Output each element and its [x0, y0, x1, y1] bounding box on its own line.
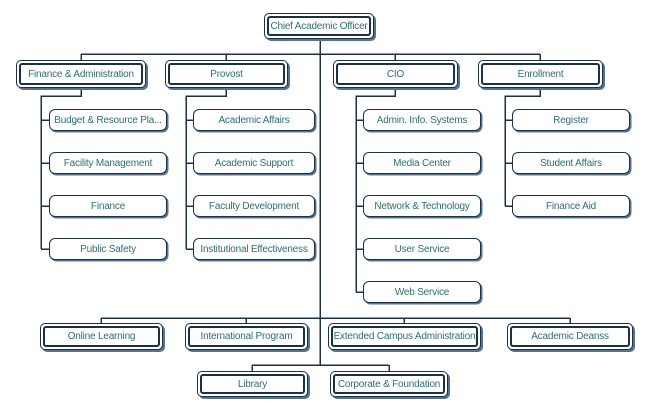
node-international-program[interactable]: International Program: [185, 323, 308, 350]
node-label: Chief Academic Officer: [267, 16, 371, 36]
node-institutional-effectiveness[interactable]: Institutional Effectiveness: [193, 238, 315, 260]
node-web-service[interactable]: Web Service: [363, 281, 481, 303]
node-enrollment[interactable]: Enrollment: [478, 60, 603, 88]
node-faculty-development[interactable]: Faculty Development: [193, 195, 315, 217]
node-provost[interactable]: Provost: [165, 60, 288, 88]
node-academic-support[interactable]: Academic Support: [193, 152, 315, 174]
node-student-affairs[interactable]: Student Affairs: [512, 152, 630, 174]
node-user-service[interactable]: User Service: [363, 238, 481, 260]
node-label: Enrollment: [481, 63, 600, 85]
node-label: CIO: [336, 63, 455, 85]
node-chief-academic-officer[interactable]: Chief Academic Officer: [264, 13, 374, 39]
node-label: International Program: [188, 326, 305, 347]
connector-level2-rail: [80, 53, 541, 60]
node-facility-management[interactable]: Facility Management: [49, 152, 167, 174]
node-finance-administration[interactable]: Finance & Administration: [16, 60, 146, 88]
node-public-safety[interactable]: Public Safety: [49, 238, 167, 260]
connector-programs-rail: [100, 317, 571, 323]
node-label: Online Learning: [43, 326, 160, 347]
node-academic-affairs[interactable]: Academic Affairs: [193, 109, 315, 131]
node-academic-deans[interactable]: Academic Deanss: [507, 323, 633, 350]
node-network-technology[interactable]: Network & Technology: [363, 195, 481, 217]
node-media-center[interactable]: Media Center: [363, 152, 481, 174]
node-label: Academic Deanss: [510, 326, 630, 347]
connector-enrollment-spine: [504, 88, 541, 207]
node-register[interactable]: Register: [512, 109, 630, 131]
connector-provost-spine: [185, 88, 227, 250]
node-finance-aid[interactable]: Finance Aid: [512, 195, 630, 217]
node-label: Finance & Administration: [19, 63, 143, 85]
node-label: Extended Campus Administration: [331, 326, 478, 347]
node-library[interactable]: Library: [197, 371, 308, 397]
node-label: Library: [200, 374, 305, 394]
node-cio[interactable]: CIO: [333, 60, 458, 88]
node-label: Corporate & Foundation: [333, 374, 445, 394]
node-corporate-foundation[interactable]: Corporate & Foundation: [330, 371, 448, 397]
node-admin-info-systems[interactable]: Admin. Info. Systems: [363, 109, 481, 131]
node-extended-campus-administration[interactable]: Extended Campus Administration: [328, 323, 481, 350]
connector-cio-spine: [355, 88, 396, 293]
connector-units-rail: [251, 364, 390, 371]
connector-finance-admin-spine: [40, 88, 82, 250]
node-online-learning[interactable]: Online Learning: [40, 323, 163, 350]
node-label: Provost: [168, 63, 285, 85]
node-budget-resource-planning[interactable]: Budget & Resource Pla...: [49, 109, 167, 131]
node-finance[interactable]: Finance: [49, 195, 167, 217]
